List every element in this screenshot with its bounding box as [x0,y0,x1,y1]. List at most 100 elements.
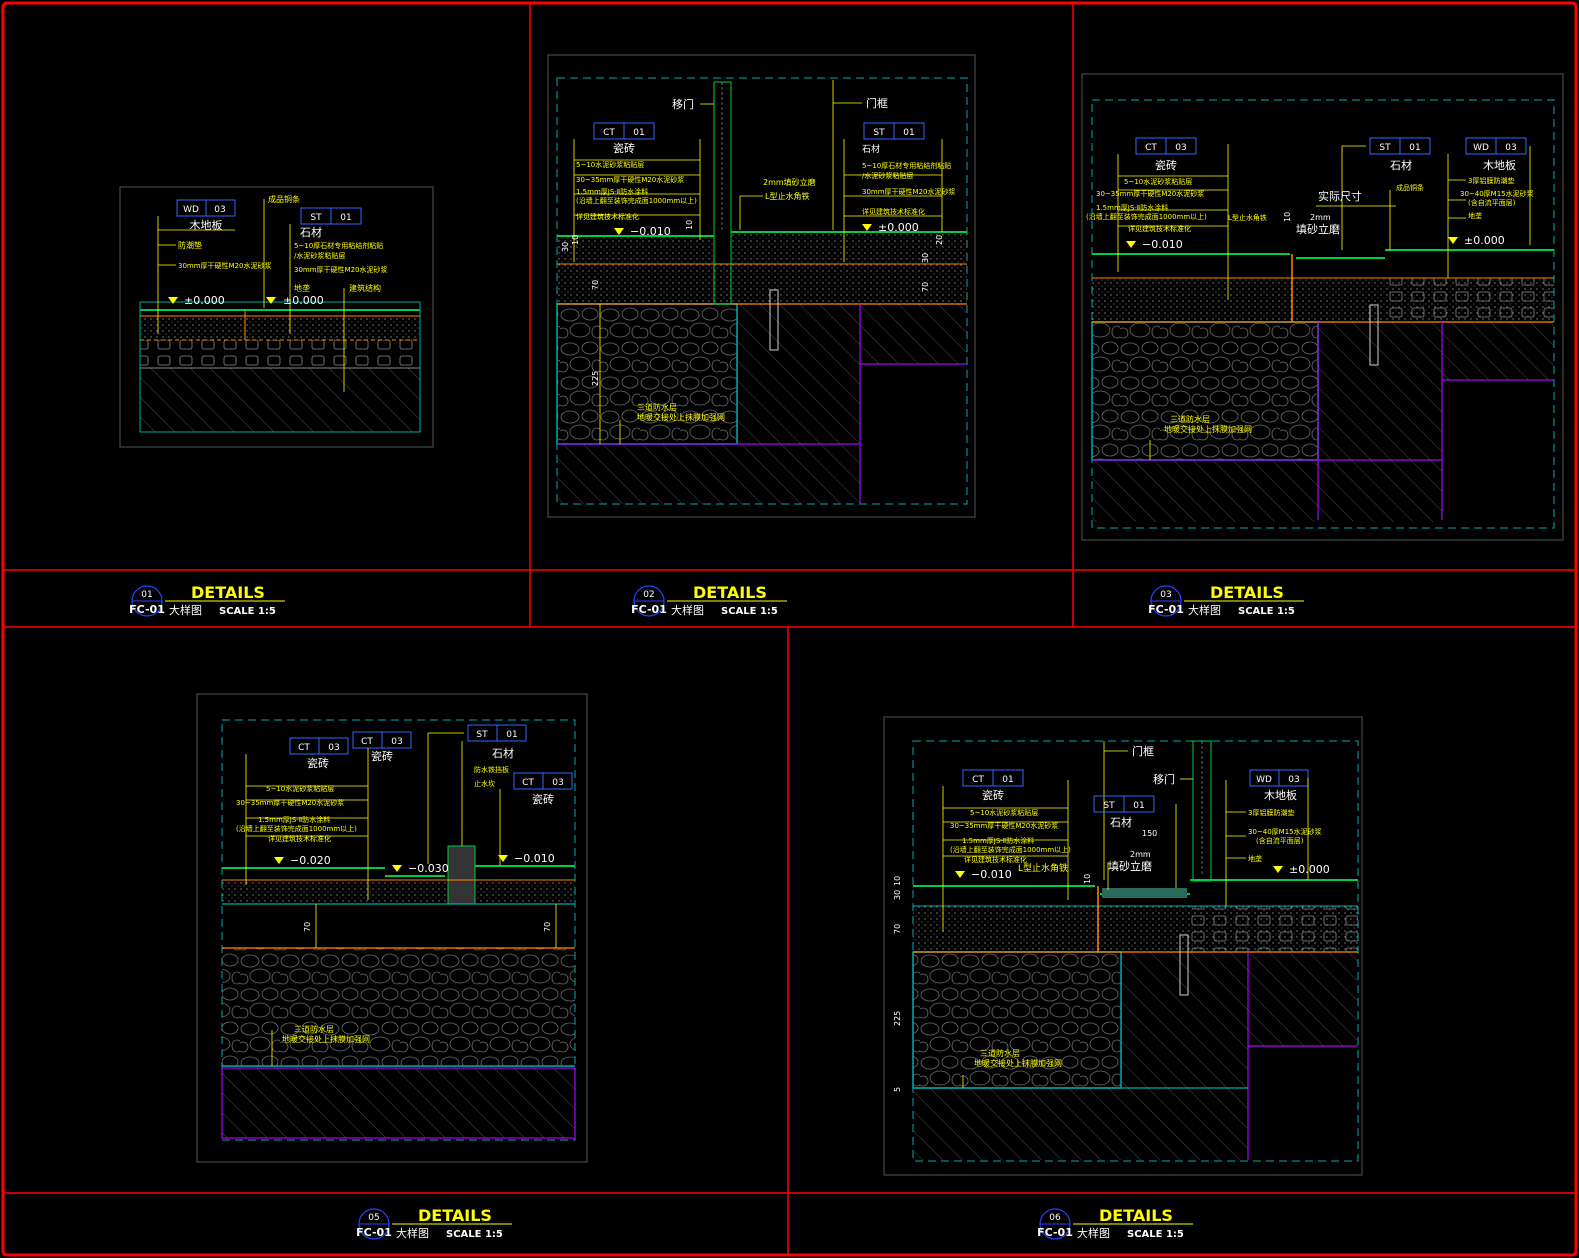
stone-layer-4: 详见建筑技术标准化 [862,207,925,216]
label-door-frame: 门框 [1132,744,1154,758]
label-mortar-right: 30mm厚干硬性M20水泥砂浆 [294,265,388,274]
tag-number: 01 [340,213,351,223]
wood-layer-3: (含自流平面层) [1468,198,1516,207]
subtitle: 大样图 [1188,603,1221,617]
sheet-ref: FC-01 [1037,1226,1073,1239]
dim-2: 10 [893,876,902,886]
scale-label: SCALE 1:5 [219,606,276,617]
stone-layer-2: 止水坎 [474,779,495,788]
label-stone: 石材 [1110,815,1132,829]
label-waterproof: 三道防水层 [294,1024,334,1034]
tile-layer-4: (沿墙上翻至装饰完成面1000mm以上) [1086,212,1207,221]
sheet-ref: FC-01 [631,603,667,616]
details-heading: DETAILS [191,583,265,602]
scale-label: SCALE 1:5 [1238,606,1295,617]
label-sliding-door: 移门 [1153,772,1175,786]
detail-number: 05 [368,1213,379,1223]
label-tile: 瓷砖 [613,141,635,155]
tile-layer-5: 详见建筑技术标准化 [1128,224,1191,233]
tag-code: CT [1145,143,1157,153]
label-tile: 瓷砖 [307,756,329,770]
label-angle-iron: L型止水角铁 [1018,862,1068,874]
subtitle: 大样图 [396,1226,429,1240]
label-finished-strip: 成品铜条 [268,194,300,204]
tile-layer-1: 5~10水泥砂浆粘贴层 [970,808,1038,817]
tile-layer-2: 30~35mm厚干硬性M20水泥砂浆 [950,821,1058,830]
level-b: ±0.000 [1464,234,1505,247]
label-wood-floor: 木地板 [190,218,223,232]
level-a: ±0.000 [184,294,225,307]
dim-5: 5 [893,1087,902,1092]
title-block-06: 06 FC-01 DETAILS 大样图 SCALE 1:5 [1037,1206,1193,1240]
tile-layer-2: 30~35mm厚干硬性M20水泥砂浆 [236,798,344,807]
dim-4: 225 [591,371,600,386]
dim-8: 70 [921,282,930,292]
label-waterproof: 三道防水层 [980,1048,1020,1058]
title-block-05: 05 FC-01 DETAILS 大样图 SCALE 1:5 [356,1206,512,1240]
label-door-frame: 门框 [866,96,888,110]
wood-layer-3: (含自流平面层) [1256,836,1304,845]
label-stone: 石材 [492,746,514,760]
tag-number: 01 [1409,143,1420,153]
label-tile-2: 瓷砖 [371,749,393,763]
label-angle-iron: L型止水角铁 [1228,213,1267,222]
label-tile: 瓷砖 [1155,158,1177,172]
tile-layer-5: 详见建筑技术标准化 [576,212,639,221]
level-a: −0.020 [290,854,331,867]
label-angle-iron: L型止水角铁 [765,191,809,201]
level-b: ±0.000 [1289,863,1330,876]
dim-3: 70 [591,280,600,290]
dim-7: 30 [921,253,930,263]
dim-150: 150 [1142,829,1157,838]
details-heading: DETAILS [693,583,767,602]
tag-number: 01 [903,128,914,138]
tile-layer-1: 5~10水泥砂浆粘贴层 [1124,177,1192,186]
tile-layer-3: 1.5mm厚JS-Ⅱ防水涂料 [258,815,330,824]
tag-code: CT [361,737,373,747]
dim-a: 70 [303,922,312,932]
stone-layer-1: 防水铁挡板 [474,765,509,774]
details-heading: DETAILS [1210,583,1284,602]
sheet-ref: FC-01 [129,603,165,616]
subtitle: 大样图 [671,603,704,617]
stone-layer-2: /水泥砂浆粘贴层 [862,171,913,180]
dim-1: 30 [561,242,570,252]
tile-layer-5: 详见建筑技术标准化 [964,855,1027,864]
scale-label: SCALE 1:5 [446,1229,503,1240]
dim-3: 70 [893,924,902,934]
stone-layer-1: 5~10厚石材专用粘结剂粘贴 [862,161,951,170]
title-block-03: 03 FC-01 DETAILS 大样图 SCALE 1:5 [1148,583,1304,617]
label-waterproof-2: 地暖交接处上抹膜加强网 [1164,424,1252,434]
tag-number: 01 [1002,775,1013,785]
label-moisture-pad: 防潮垫 [178,240,202,250]
sheet-ref: FC-01 [1148,603,1184,616]
subtitle: 大样图 [1077,1226,1110,1240]
tag-code: ST [310,213,322,223]
dim-4: 225 [893,1011,902,1026]
tile-layer-4: (沿墙上翻至装饰完成面1000mm以上) [236,824,357,833]
wood-layer-4: 地垄 [1248,854,1262,863]
subtitle: 大样图 [169,603,202,617]
sheet-ref: FC-01 [356,1226,392,1239]
wood-layer-1: 3厚铝膜防潮垫 [1468,176,1514,185]
detail-03: CT 03 ST 01 WD 03 瓷砖 5~10水泥砂浆粘 [1081,73,1564,541]
detail-number: 01 [141,590,152,600]
title-block-02: 02 FC-01 DETAILS 大样图 SCALE 1:5 [631,583,787,617]
label-stone-glue: 5~10厚石材专用粘结剂粘贴 [294,241,383,250]
tile-layer-3: 1.5mm厚JS-Ⅱ防水涂料 [962,836,1034,845]
label-stone: 石材 [862,143,880,155]
label-stone: 石材 [300,225,322,239]
detail-06: 门框 移门 CT 01 ST 01 WD 03 [883,716,1363,1176]
label-sand: 填砂立磨 [1108,859,1152,873]
tag-number: 03 [552,778,563,788]
wood-layer-2: 30~40厚M15水泥砂浆 [1460,189,1534,198]
dim-5: 10 [685,220,694,230]
tile-layer-3: 1.5mm厚JS-Ⅱ防水涂料 [1096,203,1168,212]
scale-label: SCALE 1:5 [1127,1229,1184,1240]
label-actual-size: 实际尺寸 [1318,189,1362,203]
tag-number: 03 [1505,143,1516,153]
title-block-01: 01 FC-01 DETAILS 大样图 SCALE 1:5 [129,583,285,617]
details-heading: DETAILS [1099,1206,1173,1225]
